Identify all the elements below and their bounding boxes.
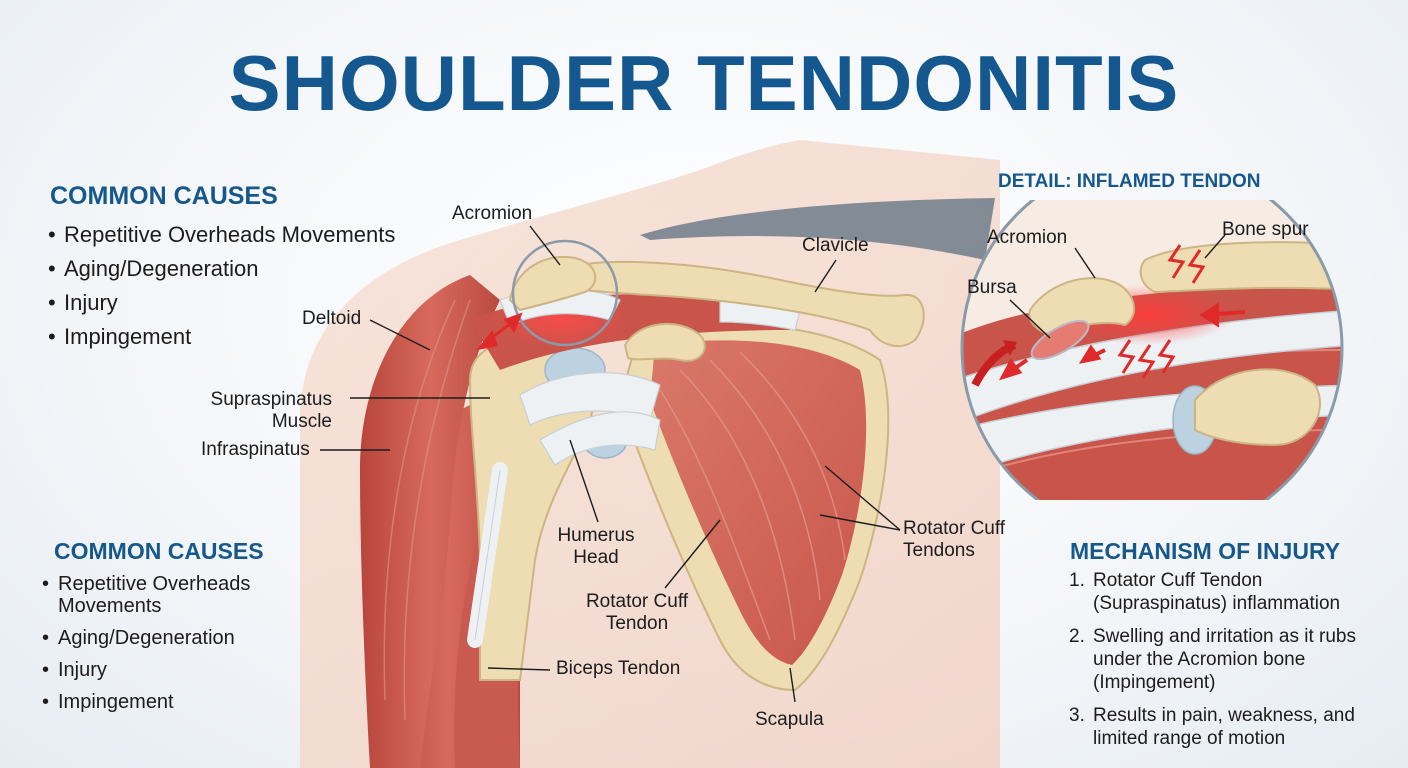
mechanism-item: 2. Swelling and irritation as it rubs un… (1069, 625, 1393, 694)
label-rotator-cuff-tendon: Rotator Cuff Tendon (585, 591, 689, 634)
clavicle-bone (559, 260, 925, 348)
detail-label-acromion: Acromion (987, 227, 1068, 248)
mechanism-item-text: Results in pain, weakness, and limited r… (1093, 705, 1355, 749)
zoom-wedge (640, 198, 995, 260)
mechanism-item: 3. Results in pain, weakness, and limite… (1069, 704, 1393, 750)
list-item: Repetitive Overheads Movements (48, 218, 395, 252)
label-infraspinatus: Infraspinatus (201, 439, 310, 460)
inflamed-tendon-detail (960, 200, 1344, 500)
mechanism-heading: MECHANISM OF INJURY (1070, 538, 1341, 564)
acromion-bone (508, 255, 597, 312)
mechanism-list: 1. Rotator Cuff Tendon (Supraspinatus) i… (1069, 569, 1393, 750)
magnifier-circle (511, 239, 619, 347)
label-deltoid: Deltoid (302, 308, 362, 329)
causes-bottom-heading: COMMON CAUSES (54, 538, 264, 564)
causes-bottom-list: Repetitive Overheads Movements Aging/Deg… (42, 573, 250, 713)
page-title: SHOULDER TENDONITIS (228, 39, 1180, 127)
label-scapula: Scapula (755, 709, 824, 730)
mechanism-item-text: Rotator Cuff Tendon (Supraspinatus) infl… (1093, 570, 1341, 614)
detail-label-bursa: Bursa (967, 277, 1017, 298)
label-supraspinatus: Supraspinatus Muscle (210, 389, 332, 432)
causes-top-heading: COMMON CAUSES (50, 182, 278, 210)
label-acromion: Acromion (452, 203, 533, 224)
list-item: Aging/Degeneration (48, 252, 395, 286)
mechanism-item-text: Swelling and irritation as it rubs under… (1093, 626, 1356, 693)
detail-heading: DETAIL: INFLAMED TENDON (998, 171, 1261, 192)
mechanism-item-number: 1. (1069, 570, 1085, 591)
list-item: Impingement (42, 691, 250, 713)
label-biceps-tendon: Biceps Tendon (556, 658, 681, 679)
list-item: Injury (42, 659, 250, 681)
list-item: Impingement (48, 320, 395, 354)
mechanism-item: 1. Rotator Cuff Tendon (Supraspinatus) i… (1069, 569, 1393, 615)
label-humerus-head: Humerus Head (557, 525, 635, 568)
mechanism-item-number: 3. (1069, 705, 1085, 726)
label-rotator-cuff-tendons: Rotator Cuff Tendons (903, 518, 1006, 561)
mechanism-item-number: 2. (1069, 626, 1085, 647)
rotator-cuff-tendons (499, 288, 801, 466)
list-item: Aging/Degeneration (42, 627, 250, 649)
scapula-muscle (650, 340, 867, 665)
label-clavicle: Clavicle (802, 235, 869, 256)
list-item: Repetitive Overheads Movements (42, 573, 250, 617)
causes-top-list: Repetitive Overheads Movements Aging/Deg… (48, 218, 395, 354)
detail-label-bone-spur: Bone spur (1222, 219, 1309, 240)
list-item: Injury (48, 286, 395, 320)
